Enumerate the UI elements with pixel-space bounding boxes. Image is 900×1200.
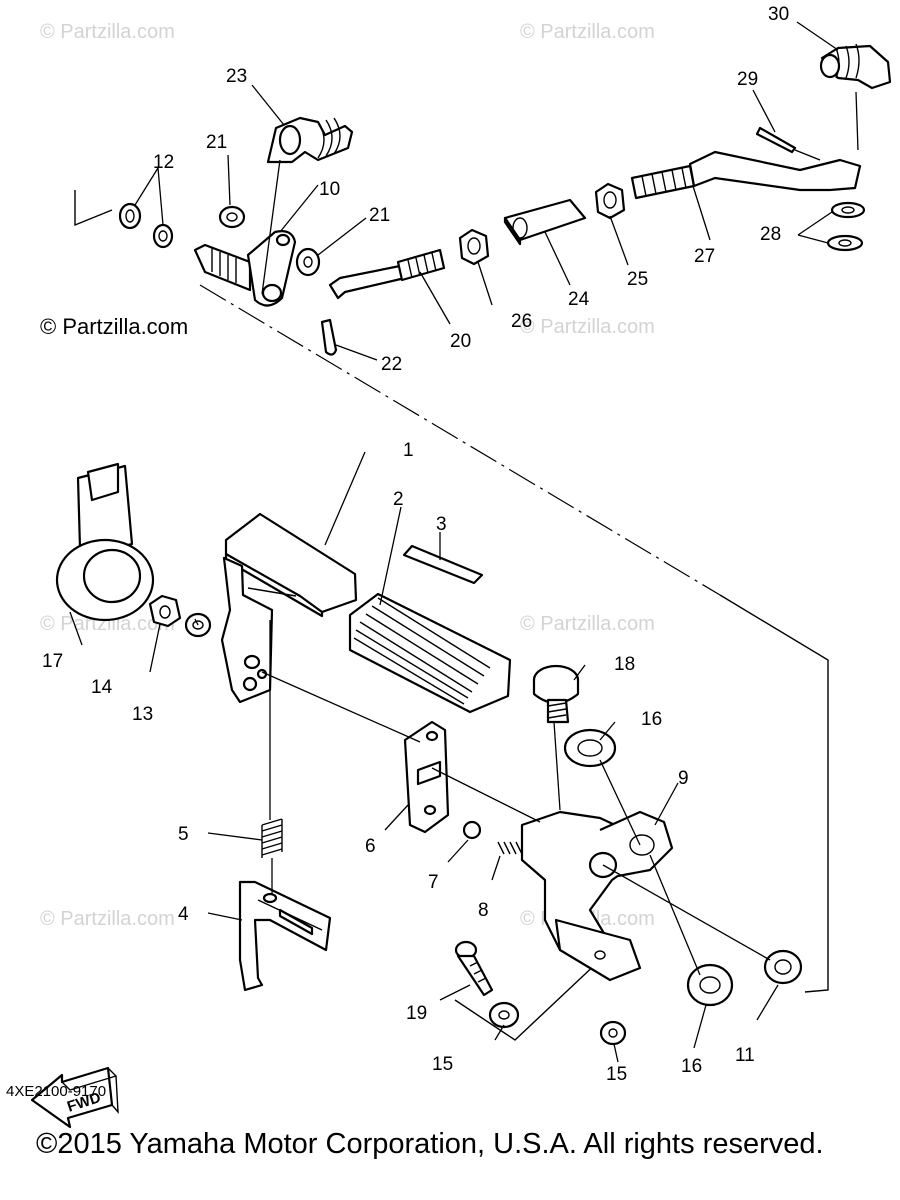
callout-15-left: 15 [432, 1054, 453, 1075]
shift-lever-10 [193, 230, 297, 307]
callout-18: 18 [614, 654, 635, 675]
label-3 [402, 544, 484, 585]
callout-2: 2 [393, 489, 404, 510]
washer-21-a [218, 205, 246, 229]
callout-17: 17 [42, 651, 63, 672]
callout-1: 1 [403, 440, 414, 461]
callout-14: 14 [91, 677, 113, 698]
callout-labels: 1 2 3 4 5 6 7 8 9 10 11 12 13 14 15 15 1… [42, 4, 789, 1085]
shift-rod-27 [630, 150, 862, 200]
bolt-18 [532, 664, 580, 724]
watermark-top-left: © Partzilla.com [40, 21, 175, 43]
callout-20: 20 [450, 331, 471, 352]
rod-joint-24 [503, 198, 587, 246]
callout-9: 9 [678, 768, 689, 789]
washer-28-b [826, 234, 864, 252]
bolt-19 [454, 940, 494, 997]
callout-13: 13 [132, 704, 153, 725]
callout-7: 7 [428, 872, 439, 893]
cotter-pin-29 [755, 126, 797, 154]
lock-dog-4 [238, 880, 332, 992]
shift-rod-20 [328, 248, 446, 300]
callout-4: 4 [178, 904, 189, 925]
callout-30: 30 [768, 4, 789, 25]
watermark-dark: © Partzilla.com [40, 314, 188, 339]
shift-rod-boot-23 [266, 116, 354, 164]
callout-8: 8 [478, 900, 489, 921]
ball-7 [462, 820, 482, 840]
control-lever-1 [220, 512, 358, 704]
washer-16-upper [563, 728, 617, 768]
callout-16-upper: 16 [641, 709, 662, 730]
callout-24: 24 [568, 289, 590, 310]
washer-15-left [488, 1001, 520, 1029]
washer-16-lower [686, 963, 734, 1007]
callout-16-lower: 16 [681, 1056, 702, 1077]
watermark-top-right: © Partzilla.com [520, 21, 655, 43]
washer-12-a [118, 202, 142, 230]
collar-14 [148, 594, 182, 628]
spring-8 [497, 841, 523, 855]
upper-assembly-frame [74, 190, 829, 993]
watermark-left: © Partzilla.com [40, 613, 175, 635]
callout-25: 25 [627, 269, 648, 290]
copyright-notice: ©2015 Yamaha Motor Corporation, U.S.A. A… [36, 1128, 824, 1160]
nut-25 [594, 182, 626, 220]
callout-15-right: 15 [606, 1064, 627, 1085]
callout-26: 26 [511, 311, 532, 332]
diagram-code: 4XE2100-9170 [6, 1083, 107, 1100]
lock-plate-6 [403, 720, 450, 834]
washer-11 [763, 949, 803, 985]
leader-lines [69, 21, 839, 1063]
washer-21-b [295, 247, 321, 277]
callout-23: 23 [226, 66, 247, 87]
nut-26 [458, 228, 490, 266]
spring-5 [261, 818, 283, 858]
fwd-arrow-icon: FWD [30, 1066, 119, 1129]
lever-housing-9 [520, 810, 674, 982]
callout-11: 11 [735, 1045, 755, 1066]
callout-27: 27 [694, 246, 715, 267]
watermark-right: © Partzilla.com [520, 613, 655, 635]
washer-28-a [830, 201, 866, 219]
watermark-lower-left: © Partzilla.com [40, 908, 175, 930]
watermark-mid-right: © Partzilla.com [520, 316, 655, 338]
callout-21-upper: 21 [206, 132, 227, 153]
grip-2 [348, 592, 512, 714]
callout-29: 29 [737, 69, 758, 90]
callout-19: 19 [406, 1003, 427, 1024]
callout-10: 10 [319, 179, 340, 200]
washer-12-b [152, 223, 174, 249]
bracket-17 [55, 462, 155, 622]
callout-21-lower: 21 [369, 205, 390, 226]
callout-5: 5 [178, 824, 189, 845]
cotter-pin-22 [320, 318, 338, 356]
callout-6: 6 [365, 836, 376, 857]
alignment-lines [261, 91, 859, 976]
lower-sub-frame [454, 959, 601, 1041]
callout-22: 22 [381, 354, 402, 375]
callout-3: 3 [436, 514, 447, 535]
washer-15-right [599, 1020, 627, 1046]
callout-12: 12 [153, 152, 174, 173]
rod-boot-30 [819, 43, 892, 90]
callout-28: 28 [760, 224, 781, 245]
